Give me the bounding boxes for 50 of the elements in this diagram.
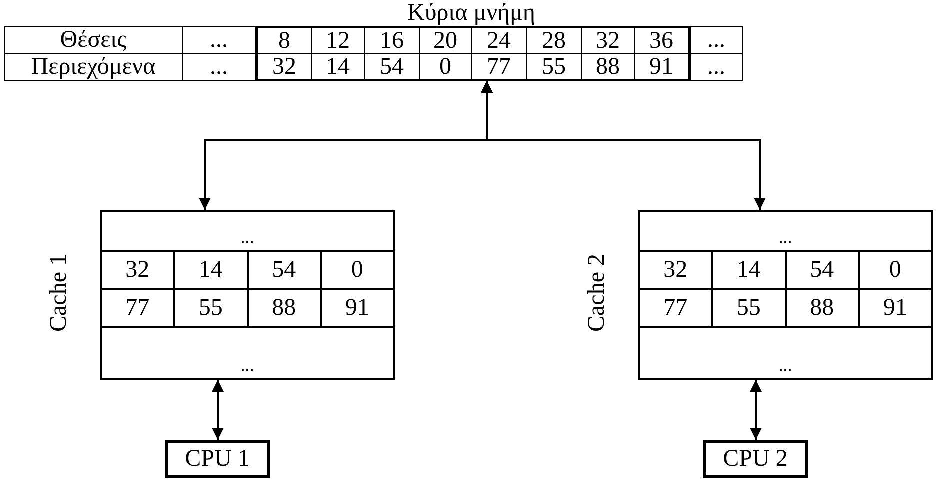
table-cell: 0 — [322, 252, 393, 288]
table-cell: 32 — [640, 252, 712, 288]
cpu-box: CPU 1 — [165, 440, 270, 478]
table-cell: 54 — [248, 252, 320, 288]
table-cell: 0 — [420, 54, 471, 79]
table-cell: 24 — [472, 28, 526, 53]
table-cell: Θέσεις — [5, 27, 182, 53]
table-cell: 14 — [713, 252, 784, 288]
table-cell: ... — [183, 54, 255, 80]
table-cell: ... — [640, 212, 931, 250]
table-cell: 88 — [786, 290, 858, 326]
table-cell: 20 — [420, 28, 471, 53]
table-cell: 91 — [635, 54, 688, 79]
table-cell: 55 — [175, 290, 246, 326]
table-cell: 0 — [860, 252, 931, 288]
table-cell: 14 — [175, 252, 246, 288]
table-cell: 36 — [635, 28, 688, 53]
table-cell: 88 — [582, 54, 634, 79]
table-cell: ... — [691, 27, 742, 53]
table-cell: 55 — [527, 54, 581, 79]
arrow — [481, 81, 766, 210]
table-cell: 77 — [640, 290, 712, 326]
table-cell: 32 — [582, 28, 634, 53]
table-cell: 28 — [527, 28, 581, 53]
cpu-box: CPU 2 — [703, 440, 808, 478]
arrow — [212, 380, 224, 440]
table-cell: 55 — [713, 290, 784, 326]
table-cell: 54 — [786, 252, 858, 288]
table-cell: ... — [102, 328, 393, 378]
table-cell: ... — [640, 328, 931, 378]
cache-label: Cache 1 — [46, 253, 72, 334]
table-cell: 32 — [258, 54, 311, 79]
table-cell: 8 — [258, 28, 311, 53]
table-cell: 16 — [365, 28, 419, 53]
table-cell: 54 — [365, 54, 419, 79]
table-cell: 88 — [248, 290, 320, 326]
arrow — [750, 380, 762, 440]
cache-label: Cache 2 — [584, 253, 610, 334]
table-cell: ... — [691, 54, 742, 80]
table-cell: 91 — [860, 290, 931, 326]
table-cell: ... — [183, 27, 255, 53]
table-title: Κύρια μνήμη — [406, 0, 536, 26]
table-cell: 77 — [472, 54, 526, 79]
table-cell: Περιεχόμενα — [5, 54, 182, 80]
table-cell: 14 — [312, 54, 364, 79]
table-cell: 12 — [312, 28, 364, 53]
table-cell: 32 — [102, 252, 174, 288]
table-cell: 91 — [322, 290, 393, 326]
table-cell: ... — [102, 212, 393, 250]
table-cell: 77 — [102, 290, 174, 326]
